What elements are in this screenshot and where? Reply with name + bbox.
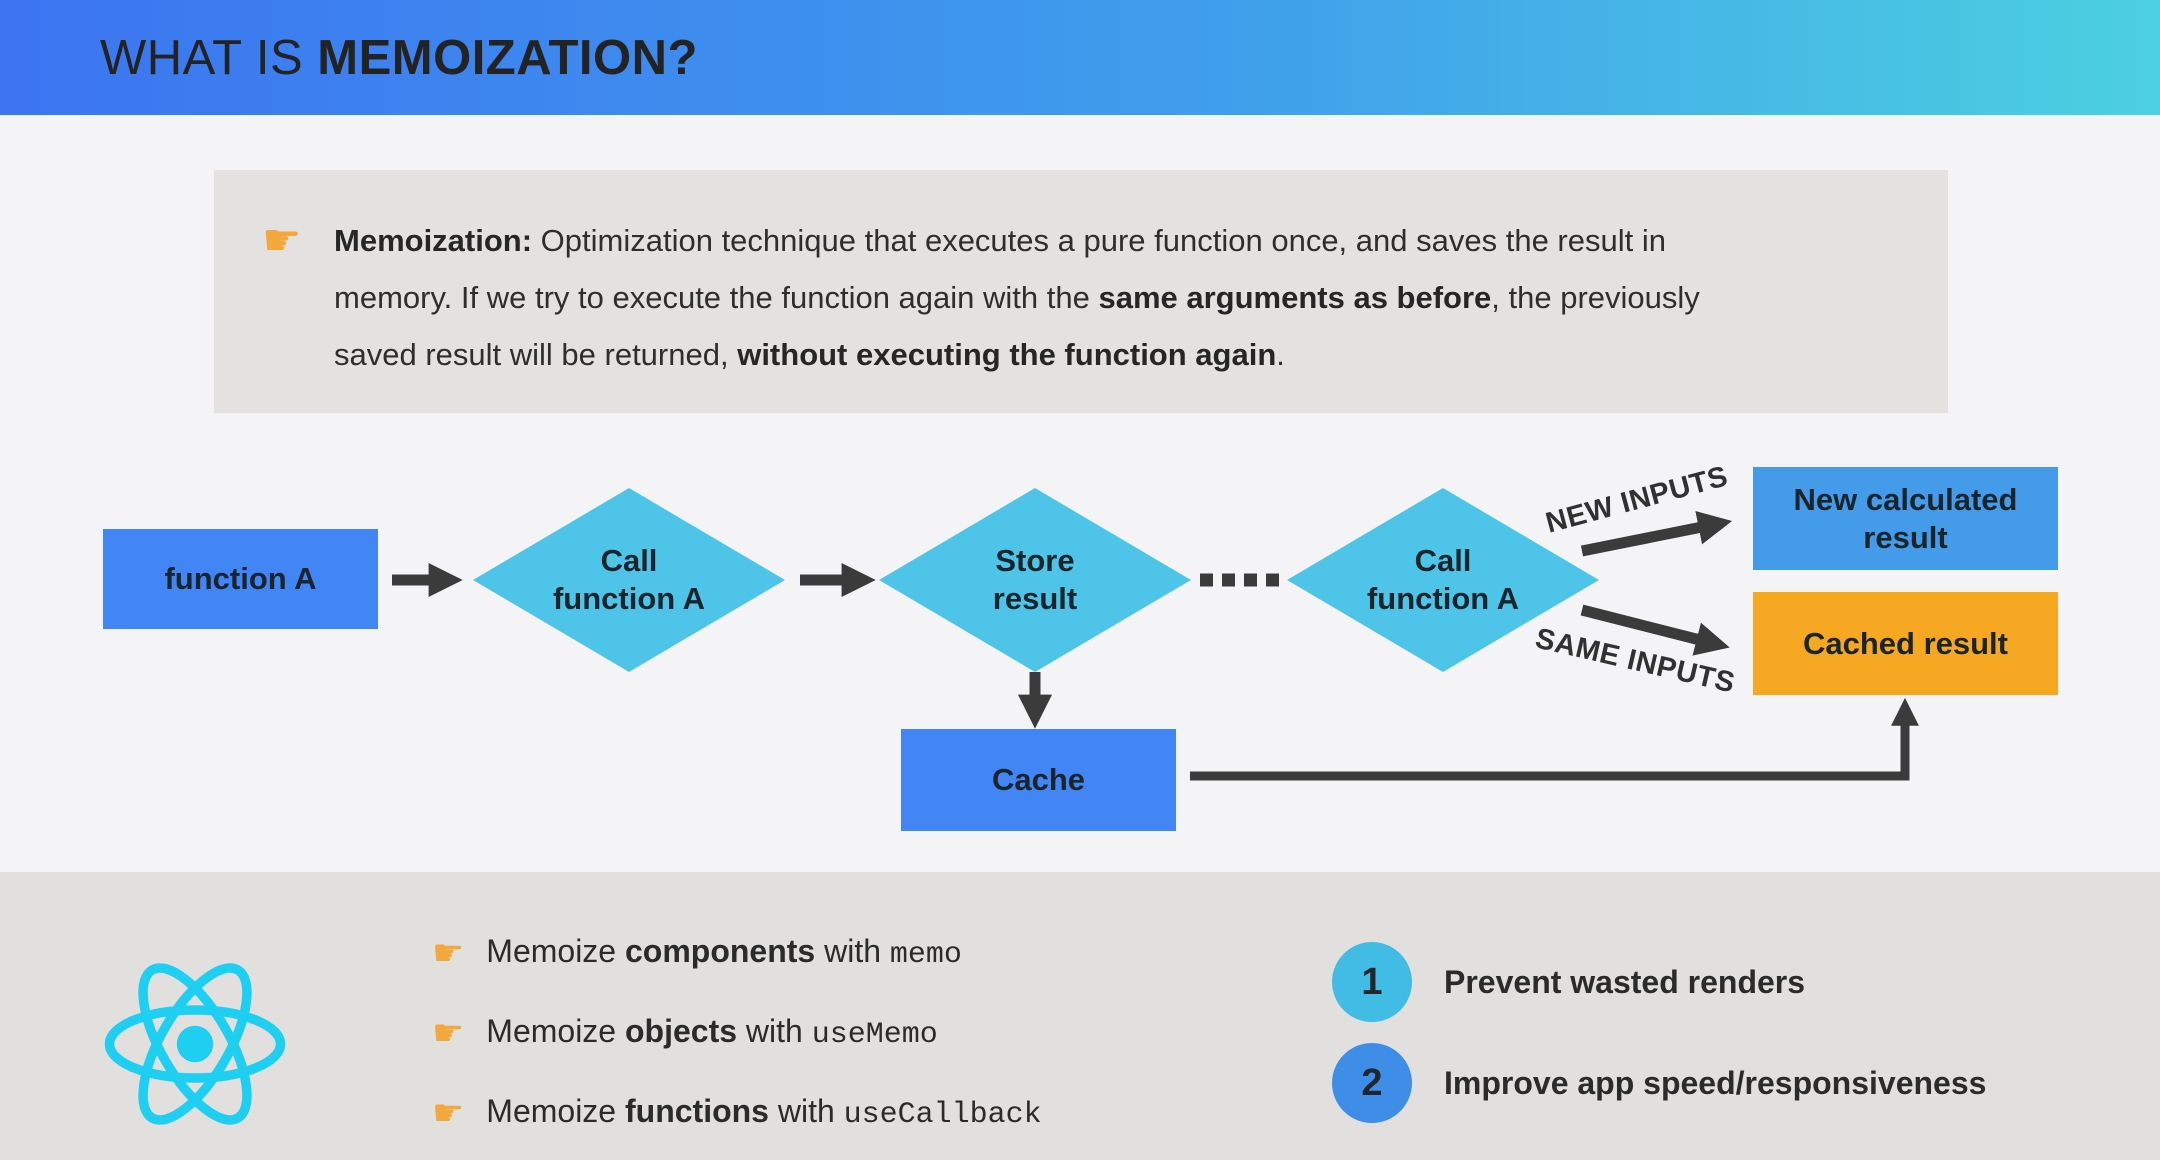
main-section: ☛ Memoization: Optimization technique th… <box>0 118 2160 872</box>
benefit-text: Prevent wasted renders <box>1444 963 1806 1000</box>
node-function-a: function A <box>103 529 378 629</box>
benefit-item-2: 2 Improve app speed/responsiveness <box>1332 1043 1986 1123</box>
node-cache: Cache <box>901 729 1176 831</box>
arrow-cache-to-cached-result <box>1190 697 1919 781</box>
react-logo-icon <box>104 963 286 1125</box>
pointing-finger-icon: ☛ <box>432 1012 465 1053</box>
benefit-text: Improve app speed/responsiveness <box>1444 1064 1987 1101</box>
arrow-same-inputs <box>1580 604 1730 656</box>
pointing-finger-icon: ☛ <box>432 1092 465 1133</box>
list-item: ☛ Memoize objects with useMemo <box>432 1006 1042 1060</box>
list-item: ☛ Memoize components with memo <box>432 926 1042 980</box>
list-item: ☛ Memoize functions with useCallback <box>432 1086 1042 1140</box>
arrow-new-inputs <box>1580 510 1733 557</box>
definition-text: Memoization: Optimization technique that… <box>334 223 1700 372</box>
header-bar: WHAT IS MEMOIZATION? <box>0 0 2160 118</box>
tip-text: Memoize objects with useMemo <box>486 1013 938 1052</box>
benefit-item-1: 1 Prevent wasted renders <box>1332 942 1805 1022</box>
pointing-finger-icon: ☛ <box>262 216 302 265</box>
flowchart-connectors <box>392 510 1919 781</box>
tip-text: Memoize components with memo <box>486 933 962 972</box>
react-tips-list: ☛ Memoize components with memo ☛ Memoize… <box>432 926 1042 1140</box>
definition-callout: ☛ Memoization: Optimization technique th… <box>214 170 1948 413</box>
node-new-calculated-result: New calculated result <box>1753 467 2058 570</box>
node-cached-result: Cached result <box>1753 592 2058 695</box>
pointing-finger-icon: ☛ <box>432 932 465 973</box>
number-badge: 1 <box>1332 942 1412 1022</box>
number-badge: 2 <box>1332 1043 1412 1123</box>
footer-section: ☛ Memoize components with memo ☛ Memoize… <box>0 872 2160 1160</box>
page-title: WHAT IS MEMOIZATION? <box>100 30 698 85</box>
tip-text: Memoize functions with useCallback <box>486 1093 1042 1132</box>
